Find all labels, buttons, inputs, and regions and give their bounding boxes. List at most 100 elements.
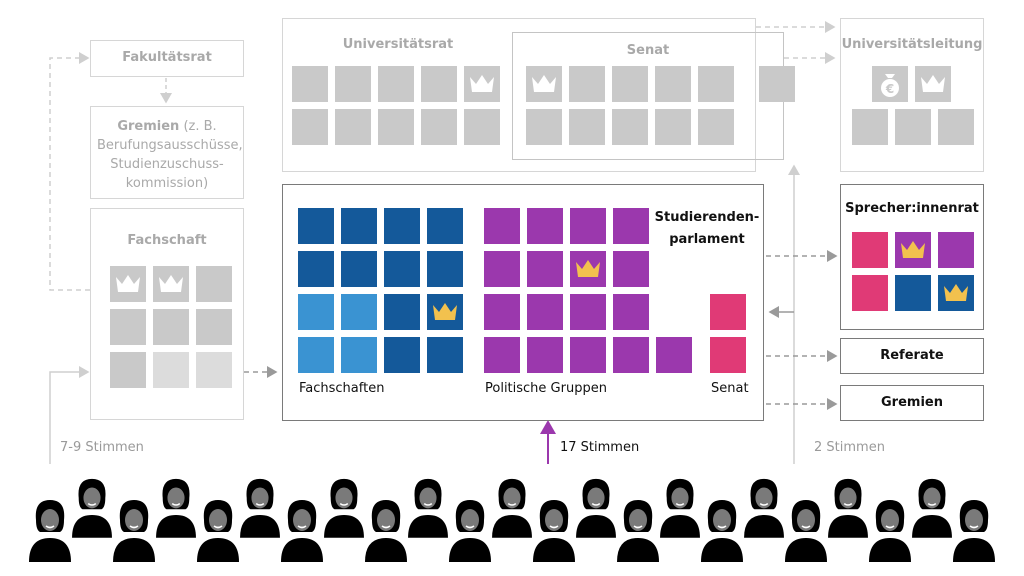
parlament-seat-fachschaft <box>427 294 463 330</box>
universitaetsrat-seat <box>292 109 328 145</box>
parlament-seat-fachschaft <box>384 294 420 330</box>
parlament-seat-politisch <box>613 294 649 330</box>
universitaetsrat-seat <box>421 109 457 145</box>
senat-seat <box>569 66 605 102</box>
parlament-seat-politisch <box>570 294 606 330</box>
person-icon <box>660 478 700 538</box>
senat-title: Senat <box>626 43 670 58</box>
person-icon <box>533 500 575 562</box>
parlament-seat-fachschaft <box>341 208 377 244</box>
senat-seat <box>759 66 795 102</box>
parlament-seat-politisch <box>484 294 520 330</box>
senat-seat <box>655 109 691 145</box>
crown-icon <box>116 275 140 292</box>
senat-seat <box>612 66 648 102</box>
person-icon <box>408 478 448 538</box>
votes-center-label: 17 Stimmen <box>560 440 640 455</box>
fachschaft-seat <box>110 266 146 302</box>
parlament-seat-politisch <box>570 251 606 287</box>
group-label-politische-gruppen: Politische Gruppen <box>485 381 607 396</box>
senat-seat <box>698 109 734 145</box>
fachschaft-seat <box>153 266 189 302</box>
universitaetsrat-seat <box>421 66 457 102</box>
senat-seat <box>698 66 734 102</box>
parlament-seat-fachschaft <box>341 294 377 330</box>
fachschaft-seat <box>196 309 232 345</box>
person-icon <box>72 478 112 538</box>
person-icon <box>281 500 323 562</box>
money-bag-glyph: € <box>881 74 899 97</box>
sprecherinnenrat-seat <box>895 232 931 268</box>
gremien-right-box: Gremien <box>840 385 984 421</box>
person-icon <box>785 500 827 562</box>
person-icon <box>365 500 407 562</box>
sprecherinnenrat-seat <box>938 232 974 268</box>
person-icon <box>156 478 196 538</box>
parlament-seat-fachschaft <box>341 337 377 373</box>
money-bag-icon: € <box>872 66 908 102</box>
parlament-seat-fachschaft <box>427 251 463 287</box>
fachschaft-seat <box>196 266 232 302</box>
fachschaft-seat <box>110 309 146 345</box>
referate-title: Referate <box>880 348 944 363</box>
parlament-seat-fachschaft <box>298 251 334 287</box>
parlament-seat-fachschaft <box>384 337 420 373</box>
money-symbol: € <box>885 82 894 96</box>
fachschaft-title: Fachschaft <box>127 233 207 248</box>
fachschaft-seat <box>110 352 146 388</box>
parlament-seat-politisch <box>656 337 692 373</box>
crown-icon <box>901 241 925 258</box>
crown-icon <box>921 75 945 92</box>
person-icon <box>576 478 616 538</box>
parlament-seat-fachschaft <box>384 208 420 244</box>
fakultaetsrat-title: Fakultätsrat <box>122 50 212 65</box>
crown-icon <box>532 75 556 92</box>
sprecherinnenrat-seat <box>938 275 974 311</box>
universitaetsrat-seat <box>335 66 371 102</box>
crown-icon <box>944 284 968 301</box>
sprecherinnenrat-seat <box>852 232 888 268</box>
person-icon <box>744 478 784 538</box>
parlament-seat-fachschaft <box>298 208 334 244</box>
crown-icon <box>576 260 600 277</box>
parlament-seat-fachschaft <box>384 251 420 287</box>
parlament-seat-politisch <box>484 208 520 244</box>
parlament-seat-fachschaft <box>427 208 463 244</box>
parlament-seat-senat <box>710 294 746 330</box>
sprecherinnenrat-title: Sprecher:innenrat <box>845 201 979 216</box>
universitaetsrat-seat <box>464 109 500 145</box>
parlament-seat-politisch <box>613 208 649 244</box>
fakultaetsrat-box: Fakultätsrat <box>90 40 244 77</box>
senat-seat <box>655 66 691 102</box>
parlament-seat-politisch <box>527 337 563 373</box>
person-icon <box>828 478 868 538</box>
senat-seat <box>526 109 562 145</box>
senat-seat <box>569 109 605 145</box>
fachschaft-seat <box>153 309 189 345</box>
person-icon <box>701 500 743 562</box>
gremien-right-title: Gremien <box>881 395 943 410</box>
person-icon <box>240 478 280 538</box>
parlament-seat-politisch <box>613 251 649 287</box>
universitaetsrat-seat <box>464 66 500 102</box>
parlament-seat-politisch <box>527 208 563 244</box>
crown-icon <box>159 275 183 292</box>
parlament-seat-politisch <box>484 251 520 287</box>
votes-right-label: 2 Stimmen <box>814 440 885 455</box>
universitaetsrat-seat <box>378 109 414 145</box>
senat-seat <box>526 66 562 102</box>
universitaetsrat-seat <box>378 66 414 102</box>
gremien-left-text: Gremien (z. B. Berufungsausschüsse, Stud… <box>97 117 243 193</box>
universitaetsleitung-box: Universitätsleitung <box>840 18 984 172</box>
crown-icon <box>470 75 494 92</box>
studierendenparlament-title: Studierenden-parlament <box>654 210 760 247</box>
person-icon <box>869 500 911 562</box>
parlament-seat-politisch <box>527 294 563 330</box>
gremien-left-bold: Gremien <box>117 119 180 134</box>
parlament-seat-fachschaft <box>298 337 334 373</box>
votes-left-label: 7-9 Stimmen <box>60 440 144 455</box>
parlament-seat-fachschaft <box>341 251 377 287</box>
universitaetsleitung-seat <box>895 109 931 145</box>
person-icon <box>29 500 71 562</box>
